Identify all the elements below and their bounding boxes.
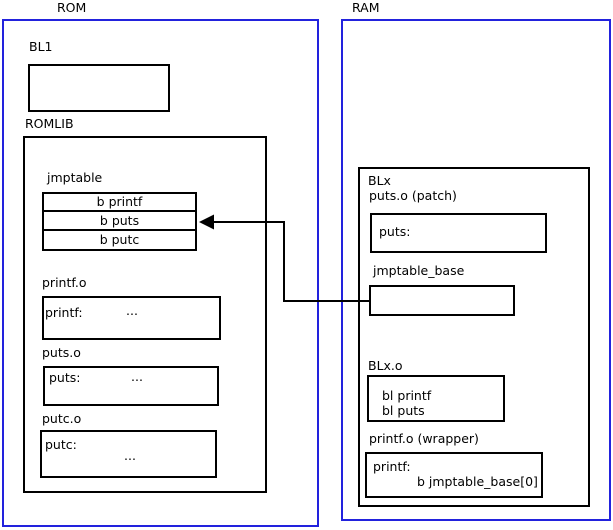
printf-wrapper-label: printf.o (wrapper): [369, 431, 479, 446]
printf-ellipsis: ...: [126, 303, 138, 318]
putc-o-label: putc.o: [42, 411, 82, 426]
bl1-box: [28, 64, 170, 112]
printf-wrapper-instruction: b jmptable_base[0]: [417, 474, 538, 489]
blx-o-box: [367, 375, 505, 422]
printf-symbol: printf:: [45, 305, 83, 320]
puts-o-label: puts.o: [42, 345, 81, 360]
putc-o-box: [40, 430, 217, 478]
jmptable-label: jmptable: [47, 170, 103, 185]
ram-region-label: RAM: [352, 0, 380, 15]
putc-ellipsis: ...: [124, 448, 136, 463]
jmptable-row-b-printf: b printf: [42, 192, 197, 212]
blx-o-instruction-bl-puts: bl puts: [382, 403, 425, 418]
blx-o-instruction-bl-printf: bl printf: [382, 388, 432, 403]
printf-o-label: printf.o: [42, 275, 87, 290]
jmptable-row-b-putc: b putc: [42, 229, 197, 251]
puts-ellipsis: ...: [131, 369, 143, 384]
puts-patch-box: [370, 213, 547, 253]
puts-patch-symbol: puts:: [379, 224, 411, 239]
puts-o-box: [43, 366, 219, 406]
jmptable-row-b-puts: b puts: [42, 210, 197, 231]
puts-patch-label: puts.o (patch): [369, 188, 457, 203]
printf-o-box: [42, 296, 221, 340]
jmptable-base-label: jmptable_base: [373, 263, 465, 278]
romlib-label: ROMLIB: [25, 116, 74, 131]
printf-wrapper-box: [365, 452, 543, 498]
putc-symbol: putc:: [45, 437, 77, 452]
blx-o-label: BLx.o: [368, 358, 403, 373]
rom-region-label: ROM: [57, 0, 87, 15]
jmptable-base-box: [369, 285, 515, 316]
blx-label: BLx: [368, 173, 391, 188]
puts-symbol: puts:: [49, 370, 81, 385]
bl1-label: BL1: [29, 39, 53, 54]
printf-wrapper-symbol: printf:: [373, 459, 411, 474]
